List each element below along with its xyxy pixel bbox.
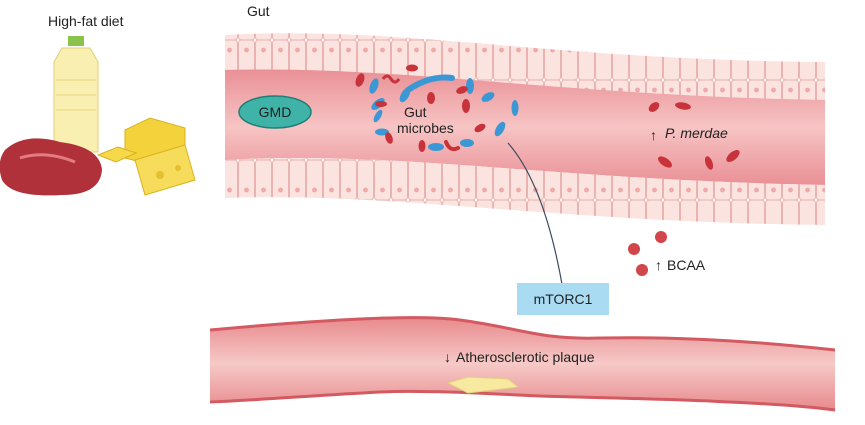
p-merdae-cluster: ↑ P. merdae [648, 102, 740, 170]
plaque-label: Atherosclerotic plaque [456, 349, 595, 365]
down-arrow-icon: ↓ [444, 349, 451, 365]
steak-icon [0, 138, 102, 196]
gut-tube [225, 33, 825, 225]
connector-line [507, 142, 564, 291]
mtorc1-box: mTORC1 [517, 283, 609, 315]
gut-microbes-cluster: Gut microbes [355, 64, 519, 152]
blood-vessel: ↓ Atherosclerotic plaque [209, 316, 836, 412]
diet-label: High-fat diet [48, 13, 124, 29]
bcaa-group: ↑ BCAA [628, 231, 706, 276]
up-arrow-icon: ↑ [650, 127, 657, 143]
gmd-label: GMD [259, 104, 292, 120]
up-arrow-icon: ↑ [655, 257, 662, 273]
gut-label: Gut [247, 3, 270, 19]
oil-bottle-icon [53, 36, 99, 153]
p-merdae-label: P. merdae [665, 125, 728, 141]
bcaa-label: BCAA [667, 257, 706, 273]
gut-microbes-label-2: microbes [397, 120, 454, 136]
plaque-shape [446, 376, 520, 394]
mtorc1-label: mTORC1 [534, 291, 593, 307]
cheese-icon [96, 117, 196, 196]
gut-microbes-label-1: Gut [404, 104, 427, 120]
gmd-badge: GMD [238, 95, 312, 129]
